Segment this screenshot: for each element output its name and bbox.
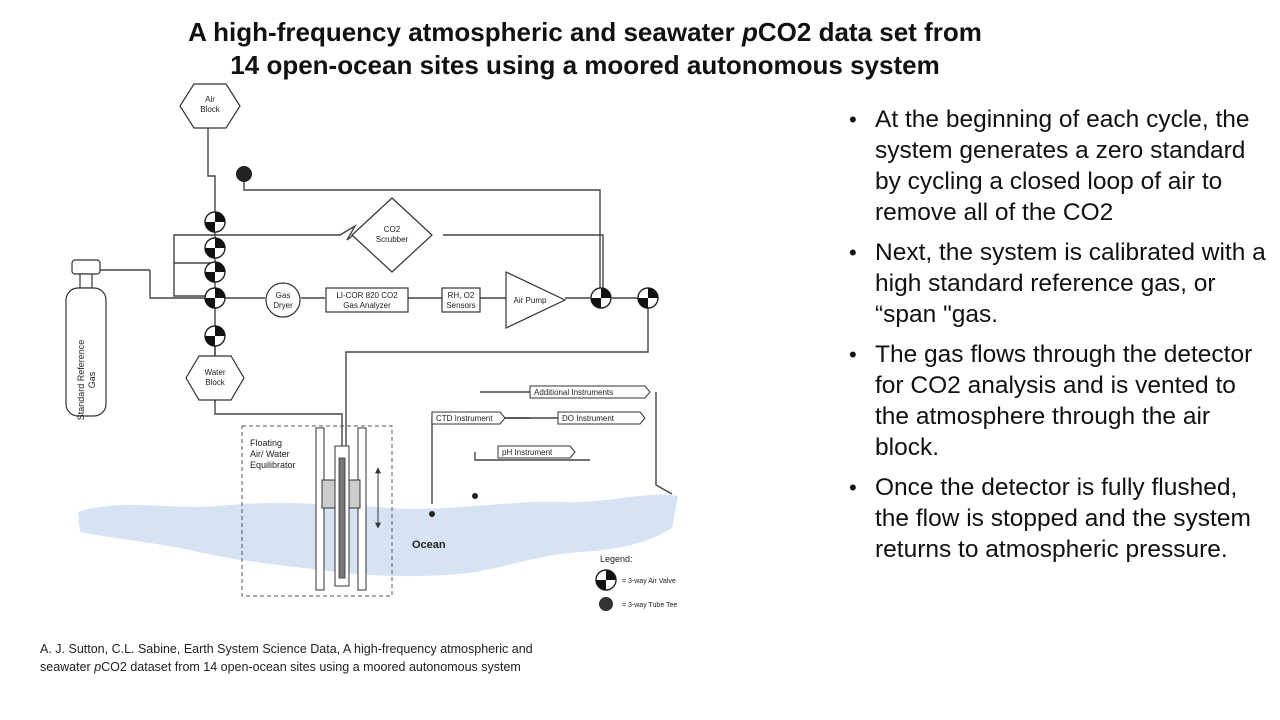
bullet-item: At the beginning of each cycle, the syst… bbox=[846, 104, 1266, 228]
citation-line-1: A. J. Sutton, C.L. Sabine, Earth System … bbox=[40, 642, 533, 656]
rh-label-1: RH, O2 bbox=[448, 291, 475, 300]
equilibrator-box bbox=[241, 425, 393, 597]
bullet-item: The gas flows through the detector for C… bbox=[846, 339, 1266, 463]
water-block bbox=[185, 355, 245, 401]
legend-tee-label: = 3-way Tube Tee bbox=[622, 602, 677, 609]
bullet-item: Once the detector is fully flushed, the … bbox=[846, 472, 1266, 565]
equilibrator-post-left bbox=[315, 427, 325, 591]
sensor-dot bbox=[429, 511, 435, 517]
rh-label-2: Sensors bbox=[446, 301, 475, 310]
legend-tee-icon bbox=[599, 597, 613, 611]
additional-instruments bbox=[529, 385, 651, 399]
bullet-list: At the beginning of each cycle, the syst… bbox=[846, 104, 1266, 574]
co2-scrubber-label-2: Scrubber bbox=[376, 235, 409, 244]
citation-line-2: seawater pCO2 dataset from 14 open-ocean… bbox=[40, 660, 521, 674]
equilibrator-label-3: Equilibrator bbox=[250, 460, 296, 470]
air-block-label-2: Block bbox=[200, 105, 221, 114]
slide-title: A high-frequency atmospheric and seawate… bbox=[188, 17, 982, 80]
gas-dryer bbox=[265, 282, 301, 318]
licor-label-2: Gas Analyzer bbox=[343, 301, 391, 310]
rh-o2-sensors bbox=[441, 287, 481, 313]
legend-title: Legend: bbox=[600, 554, 633, 564]
air-pump bbox=[505, 271, 567, 329]
plumbing-lines bbox=[100, 126, 673, 504]
gas-dryer-label-2: Dryer bbox=[273, 301, 293, 310]
air-valve-icon bbox=[637, 287, 659, 309]
equilibrator-label-2: Air/ Water bbox=[250, 449, 290, 459]
licor-label-1: LI-COR 820 CO2 bbox=[336, 291, 398, 300]
equilibrator-post-right bbox=[357, 427, 367, 591]
air-valve-icon bbox=[204, 287, 226, 309]
co2-scrubber-label-1: CO2 bbox=[384, 225, 401, 234]
air-valve-icon bbox=[204, 211, 226, 233]
ocean-area bbox=[78, 494, 678, 577]
air-valve-icon bbox=[590, 287, 612, 309]
air-valve-icon bbox=[204, 237, 226, 259]
equilibrator-label-1: Floating bbox=[250, 438, 282, 448]
reference-gas-cylinder bbox=[65, 287, 107, 417]
gas-dryer-label-1: Gas bbox=[276, 291, 291, 300]
bullet-item: Next, the system is calibrated with a hi… bbox=[846, 237, 1266, 330]
equilibrator-tube-inner bbox=[338, 457, 346, 579]
water-block-label-2: Block bbox=[205, 378, 226, 387]
ctd-instrument bbox=[431, 411, 506, 425]
legend-valve-icon bbox=[595, 569, 617, 591]
reference-gas-valve bbox=[71, 259, 101, 275]
air-block bbox=[179, 83, 241, 129]
reference-gas-label-2: Gas bbox=[87, 371, 97, 388]
air-valve-icon bbox=[204, 325, 226, 347]
co2-scrubber bbox=[351, 197, 433, 273]
legend-valve-label: = 3-way Air Valve bbox=[622, 578, 676, 585]
tube-tee-icon bbox=[236, 166, 252, 182]
pco2-system-diagram: Ocean Floating Air/ Water Equilibrator bbox=[65, 83, 678, 611]
ph-instrument bbox=[497, 445, 576, 459]
ph-instrument-label: pH Instrument bbox=[502, 448, 553, 457]
ocean-label: Ocean bbox=[412, 539, 446, 551]
reference-gas-label-1: Standard Reference bbox=[76, 340, 86, 421]
air-valve-icon bbox=[204, 261, 226, 283]
do-instrument bbox=[557, 411, 646, 425]
ctd-instrument-label: CTD Instrument bbox=[436, 414, 493, 423]
sensor-dot bbox=[472, 493, 478, 499]
citation: A. J. Sutton, C.L. Sabine, Earth System … bbox=[40, 640, 620, 676]
licor-analyzer bbox=[325, 287, 409, 313]
additional-instruments-label: Additional Instruments bbox=[534, 388, 613, 397]
do-instrument-label: DO Instrument bbox=[562, 414, 615, 423]
water-block-label-1: Water bbox=[204, 368, 225, 377]
air-block-label-1: Air bbox=[205, 95, 215, 104]
reference-gas-neck bbox=[79, 273, 93, 289]
air-pump-label: Air Pump bbox=[514, 296, 547, 305]
